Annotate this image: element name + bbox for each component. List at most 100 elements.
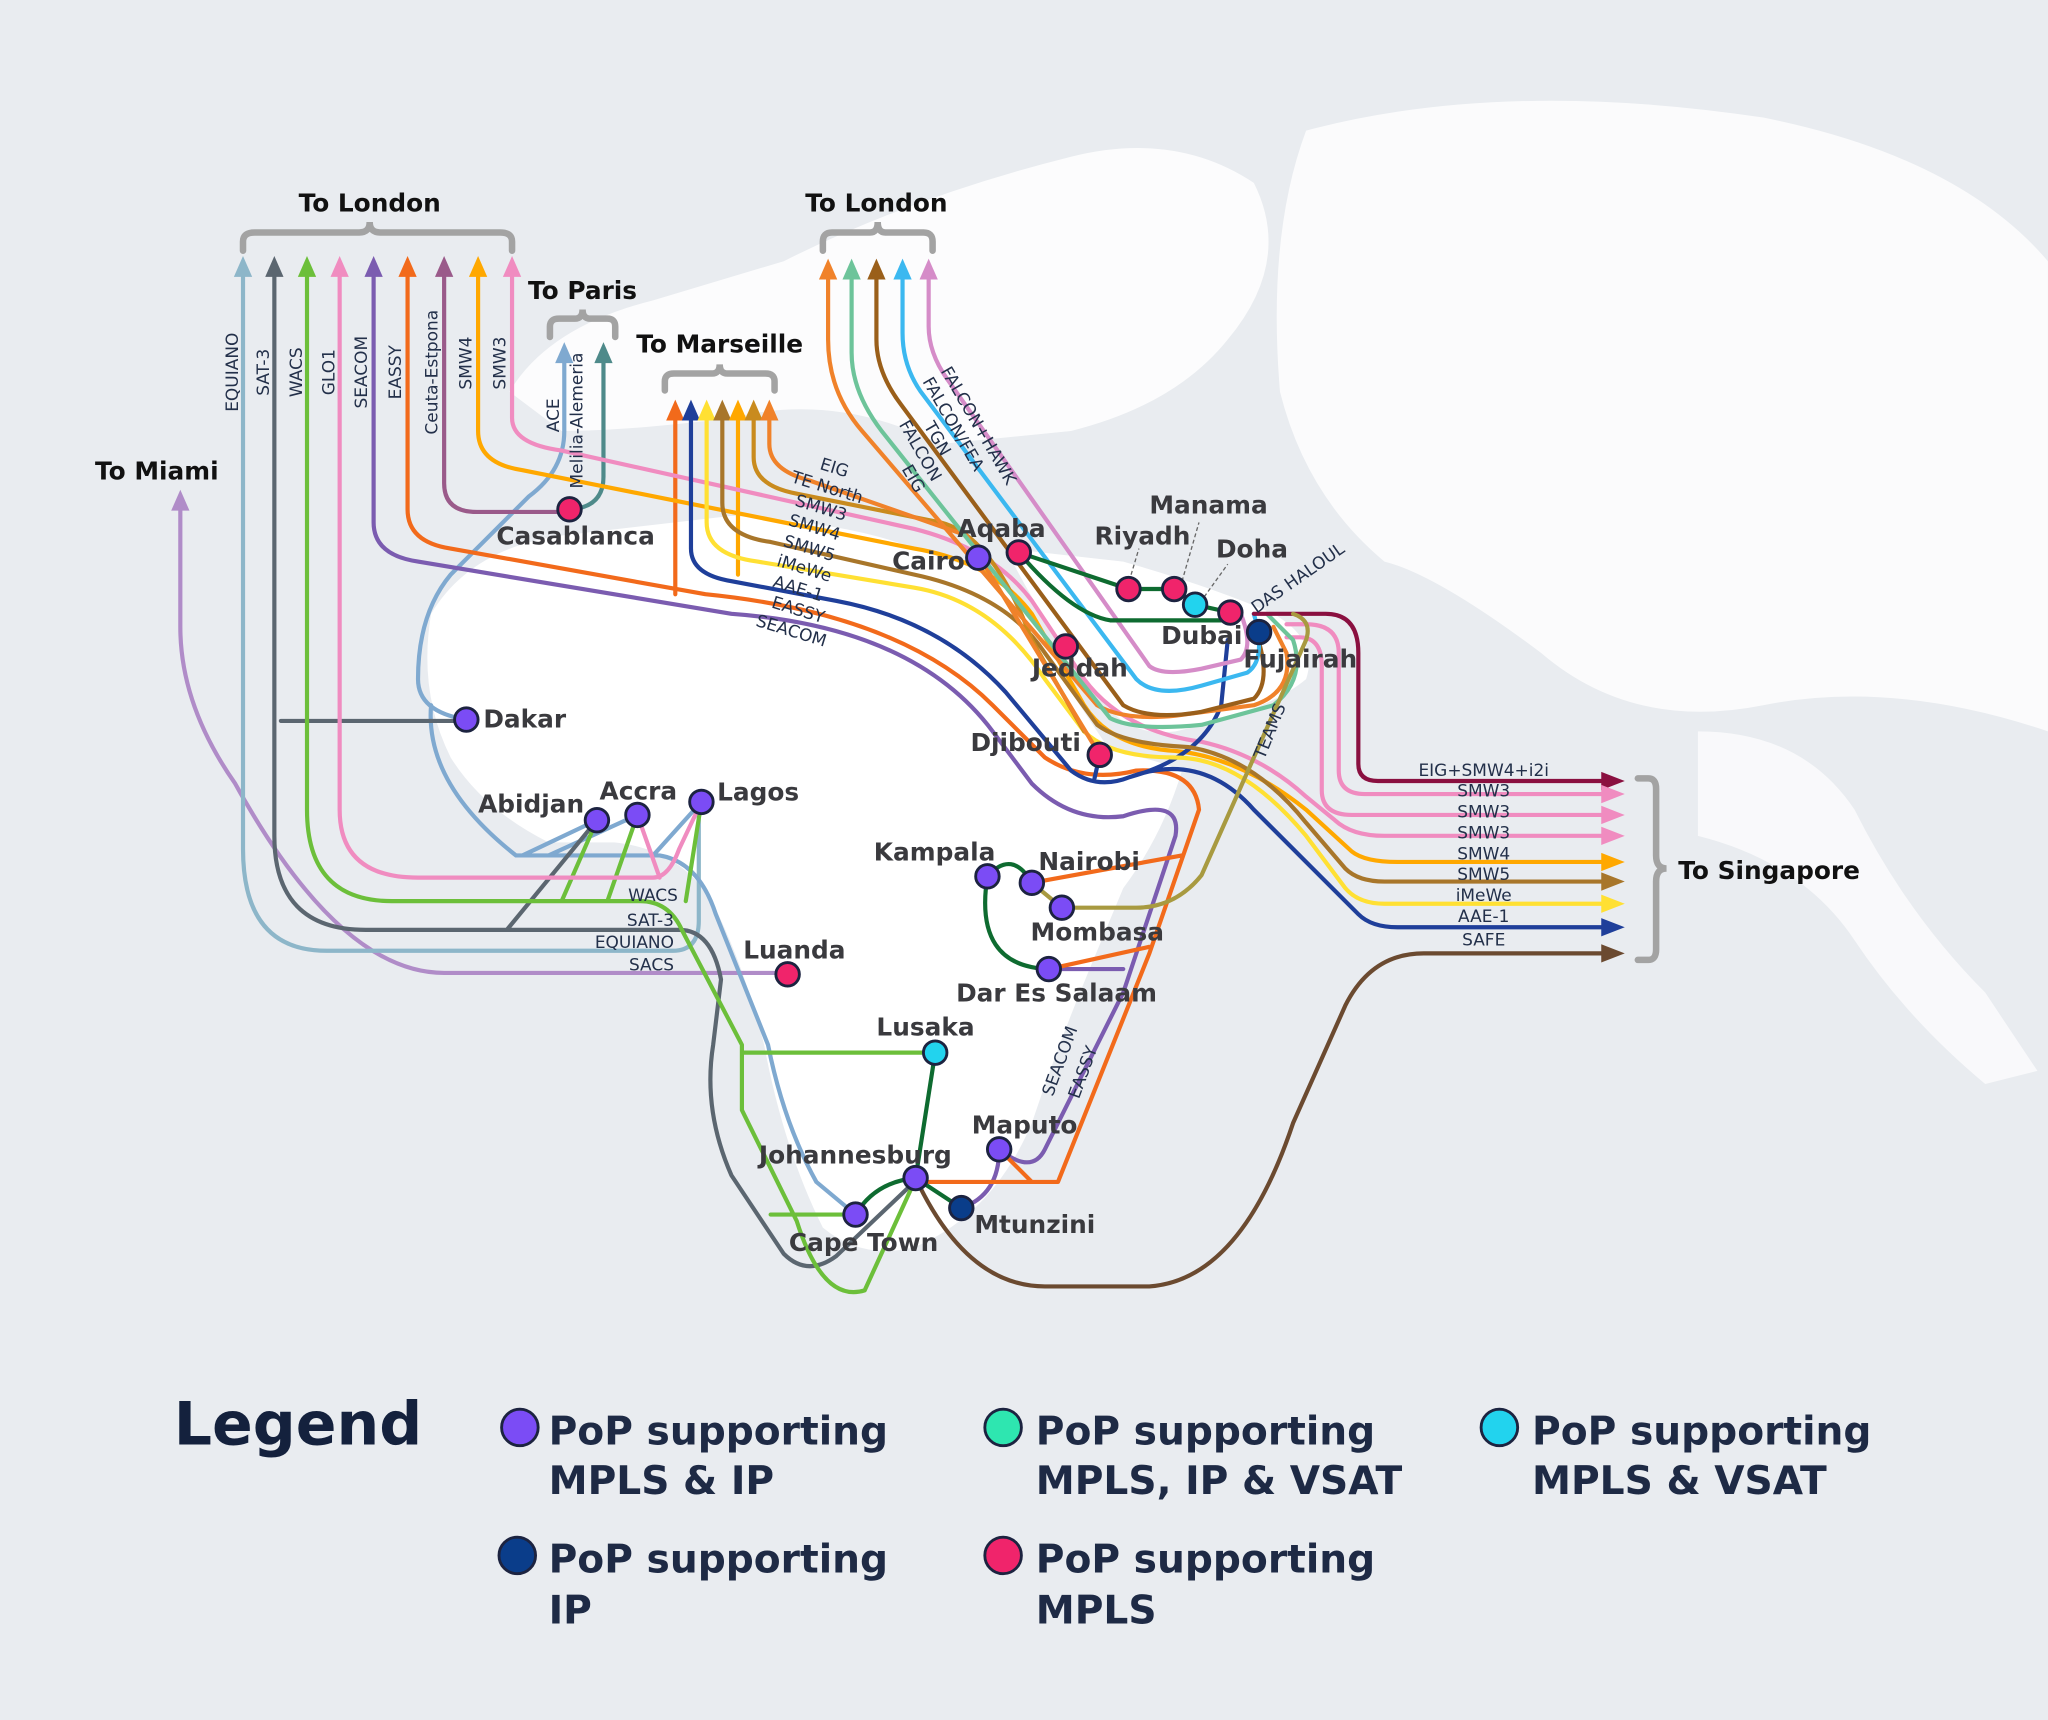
cable-teams <box>1059 611 1310 910</box>
cable-label: GLO1 <box>319 349 339 395</box>
cable-label: SAT-3 <box>254 349 274 396</box>
city-label: Doha <box>1216 535 1288 564</box>
dest-london-east: To London <box>805 189 947 218</box>
green-dot-icon <box>983 1407 1023 1448</box>
legend-item-mpls-vsat: PoP supporting MPLS & VSAT <box>1479 1407 1871 1504</box>
cable-falcon-hawk <box>926 272 1250 675</box>
dest-paris: To Paris <box>528 276 637 305</box>
cable-eig-smw4-i2i <box>1251 611 1609 784</box>
purple-dot-icon <box>500 1407 540 1448</box>
arrowhead-up <box>297 255 317 277</box>
pop-djibouti[interactable] <box>1086 741 1113 769</box>
legend-text: PoP supporting <box>549 1409 888 1454</box>
pop-abidjan[interactable] <box>583 806 611 834</box>
pop-nairobi[interactable] <box>1018 869 1046 897</box>
arrowhead-up <box>555 342 574 364</box>
arrowhead-up <box>713 399 732 421</box>
cable-eig-london <box>826 272 1290 720</box>
pop-fujairah[interactable] <box>1245 618 1273 646</box>
arrowhead-up <box>760 399 779 421</box>
pop-doha[interactable] <box>1181 591 1209 618</box>
dest-london-west: To London <box>299 189 441 218</box>
city-label: Johannesburg <box>757 1141 952 1170</box>
arrowhead-up <box>502 255 522 277</box>
cable-label: AAE-1 <box>1458 907 1509 927</box>
cable-eig-marseille <box>767 409 1102 757</box>
cable-falcon <box>849 272 1299 730</box>
arrowheads <box>171 255 1625 963</box>
arrowhead-right <box>1601 771 1625 791</box>
dest-miami: To Miami <box>95 456 219 485</box>
pop-maputo[interactable] <box>985 1136 1013 1163</box>
pop-dar-es-salaam[interactable] <box>1035 955 1063 983</box>
legend-text: PoP supporting <box>549 1537 888 1582</box>
city-label: Accra <box>600 776 678 805</box>
arrowhead-right <box>1601 944 1625 963</box>
cable-label: SMW3 <box>1457 782 1510 802</box>
legend-text: MPLS & IP <box>549 1459 775 1504</box>
west-africa-cable-labels: WACS SAT-3 EQUIANO SACS <box>595 886 678 975</box>
legend-text: IP <box>549 1588 592 1633</box>
city-label: Abidjan <box>478 789 584 818</box>
pop-accra[interactable] <box>624 801 651 829</box>
arrowhead-right <box>1601 894 1625 913</box>
cable-label: Melilia-Alemeria <box>568 353 588 489</box>
pop-lusaka[interactable] <box>922 1039 949 1066</box>
pop-mtunzini[interactable] <box>948 1194 975 1222</box>
pop-kampala[interactable] <box>974 863 1001 890</box>
city-labels: Casablanca Dakar Abidjan Accra Lagos Lua… <box>478 490 1357 1257</box>
brace-paris <box>546 309 619 341</box>
pop-johannesburg[interactable] <box>902 1164 929 1192</box>
pop-lagos[interactable] <box>688 788 715 816</box>
cable-imewe <box>704 409 1609 906</box>
cable-ceuta-estpona <box>442 265 573 515</box>
city-label: Nairobi <box>1038 847 1140 876</box>
arrowhead-up <box>919 258 938 280</box>
pop-dubai[interactable] <box>1217 599 1244 626</box>
pops <box>453 496 1273 1228</box>
cable-label: WACS <box>287 347 307 397</box>
dest-marseille: To Marseille <box>636 330 803 359</box>
cable-label: SMW5 <box>1457 865 1510 885</box>
pop-casablanca[interactable] <box>556 496 583 523</box>
arrowhead-up <box>818 258 838 280</box>
pop-luanda[interactable] <box>774 961 801 988</box>
legend-text: MPLS <box>1036 1588 1157 1633</box>
pink-dot-icon <box>983 1535 1023 1576</box>
cable-smw5 <box>720 409 1609 884</box>
city-label: Casablanca <box>496 522 655 551</box>
city-label: Cape Town <box>789 1228 938 1257</box>
cable-label: SMW3 <box>1457 823 1510 843</box>
pop-dakar[interactable] <box>453 706 480 733</box>
pop-jeddah[interactable] <box>1052 633 1079 660</box>
legend-item-ip: PoP supporting IP <box>497 1535 888 1633</box>
pop-aqaba[interactable] <box>1005 539 1032 566</box>
cable-label: EIG+SMW4+i2i <box>1418 761 1549 781</box>
city-label: Lusaka <box>876 1013 974 1042</box>
arrowhead-right <box>1601 826 1625 845</box>
city-label: Dar Es Salaam <box>956 979 1157 1008</box>
arrowhead-up <box>666 399 685 421</box>
cyan-dot-icon <box>1479 1407 1520 1448</box>
cable-label: EQUIANO <box>223 333 243 412</box>
city-label: Fujairah <box>1243 644 1357 673</box>
cable-label: SAFE <box>1462 931 1505 951</box>
arrowhead-right <box>1601 784 1625 804</box>
cable-ace <box>415 350 858 1217</box>
arrowhead-right <box>1601 918 1625 937</box>
pop-cape-town[interactable] <box>842 1201 869 1228</box>
city-label: Lagos <box>717 778 799 807</box>
arrowhead-up <box>171 489 190 511</box>
cable-sacs <box>178 500 790 976</box>
pop-mombasa[interactable] <box>1048 894 1076 921</box>
cable-label: SACS <box>629 955 674 975</box>
arrowhead-up <box>468 255 488 277</box>
legend: Legend PoP supporting MPLS & IP PoP supp… <box>174 1389 1872 1633</box>
arrowhead-up <box>330 255 349 277</box>
dest-singapore: To Singapore <box>1678 856 1860 885</box>
pop-manama[interactable] <box>1160 575 1188 603</box>
cable-label: SEACOM <box>352 336 372 409</box>
pop-cairo[interactable] <box>965 544 992 571</box>
arrowhead-right <box>1601 805 1625 825</box>
pop-riyadh[interactable] <box>1115 575 1142 603</box>
